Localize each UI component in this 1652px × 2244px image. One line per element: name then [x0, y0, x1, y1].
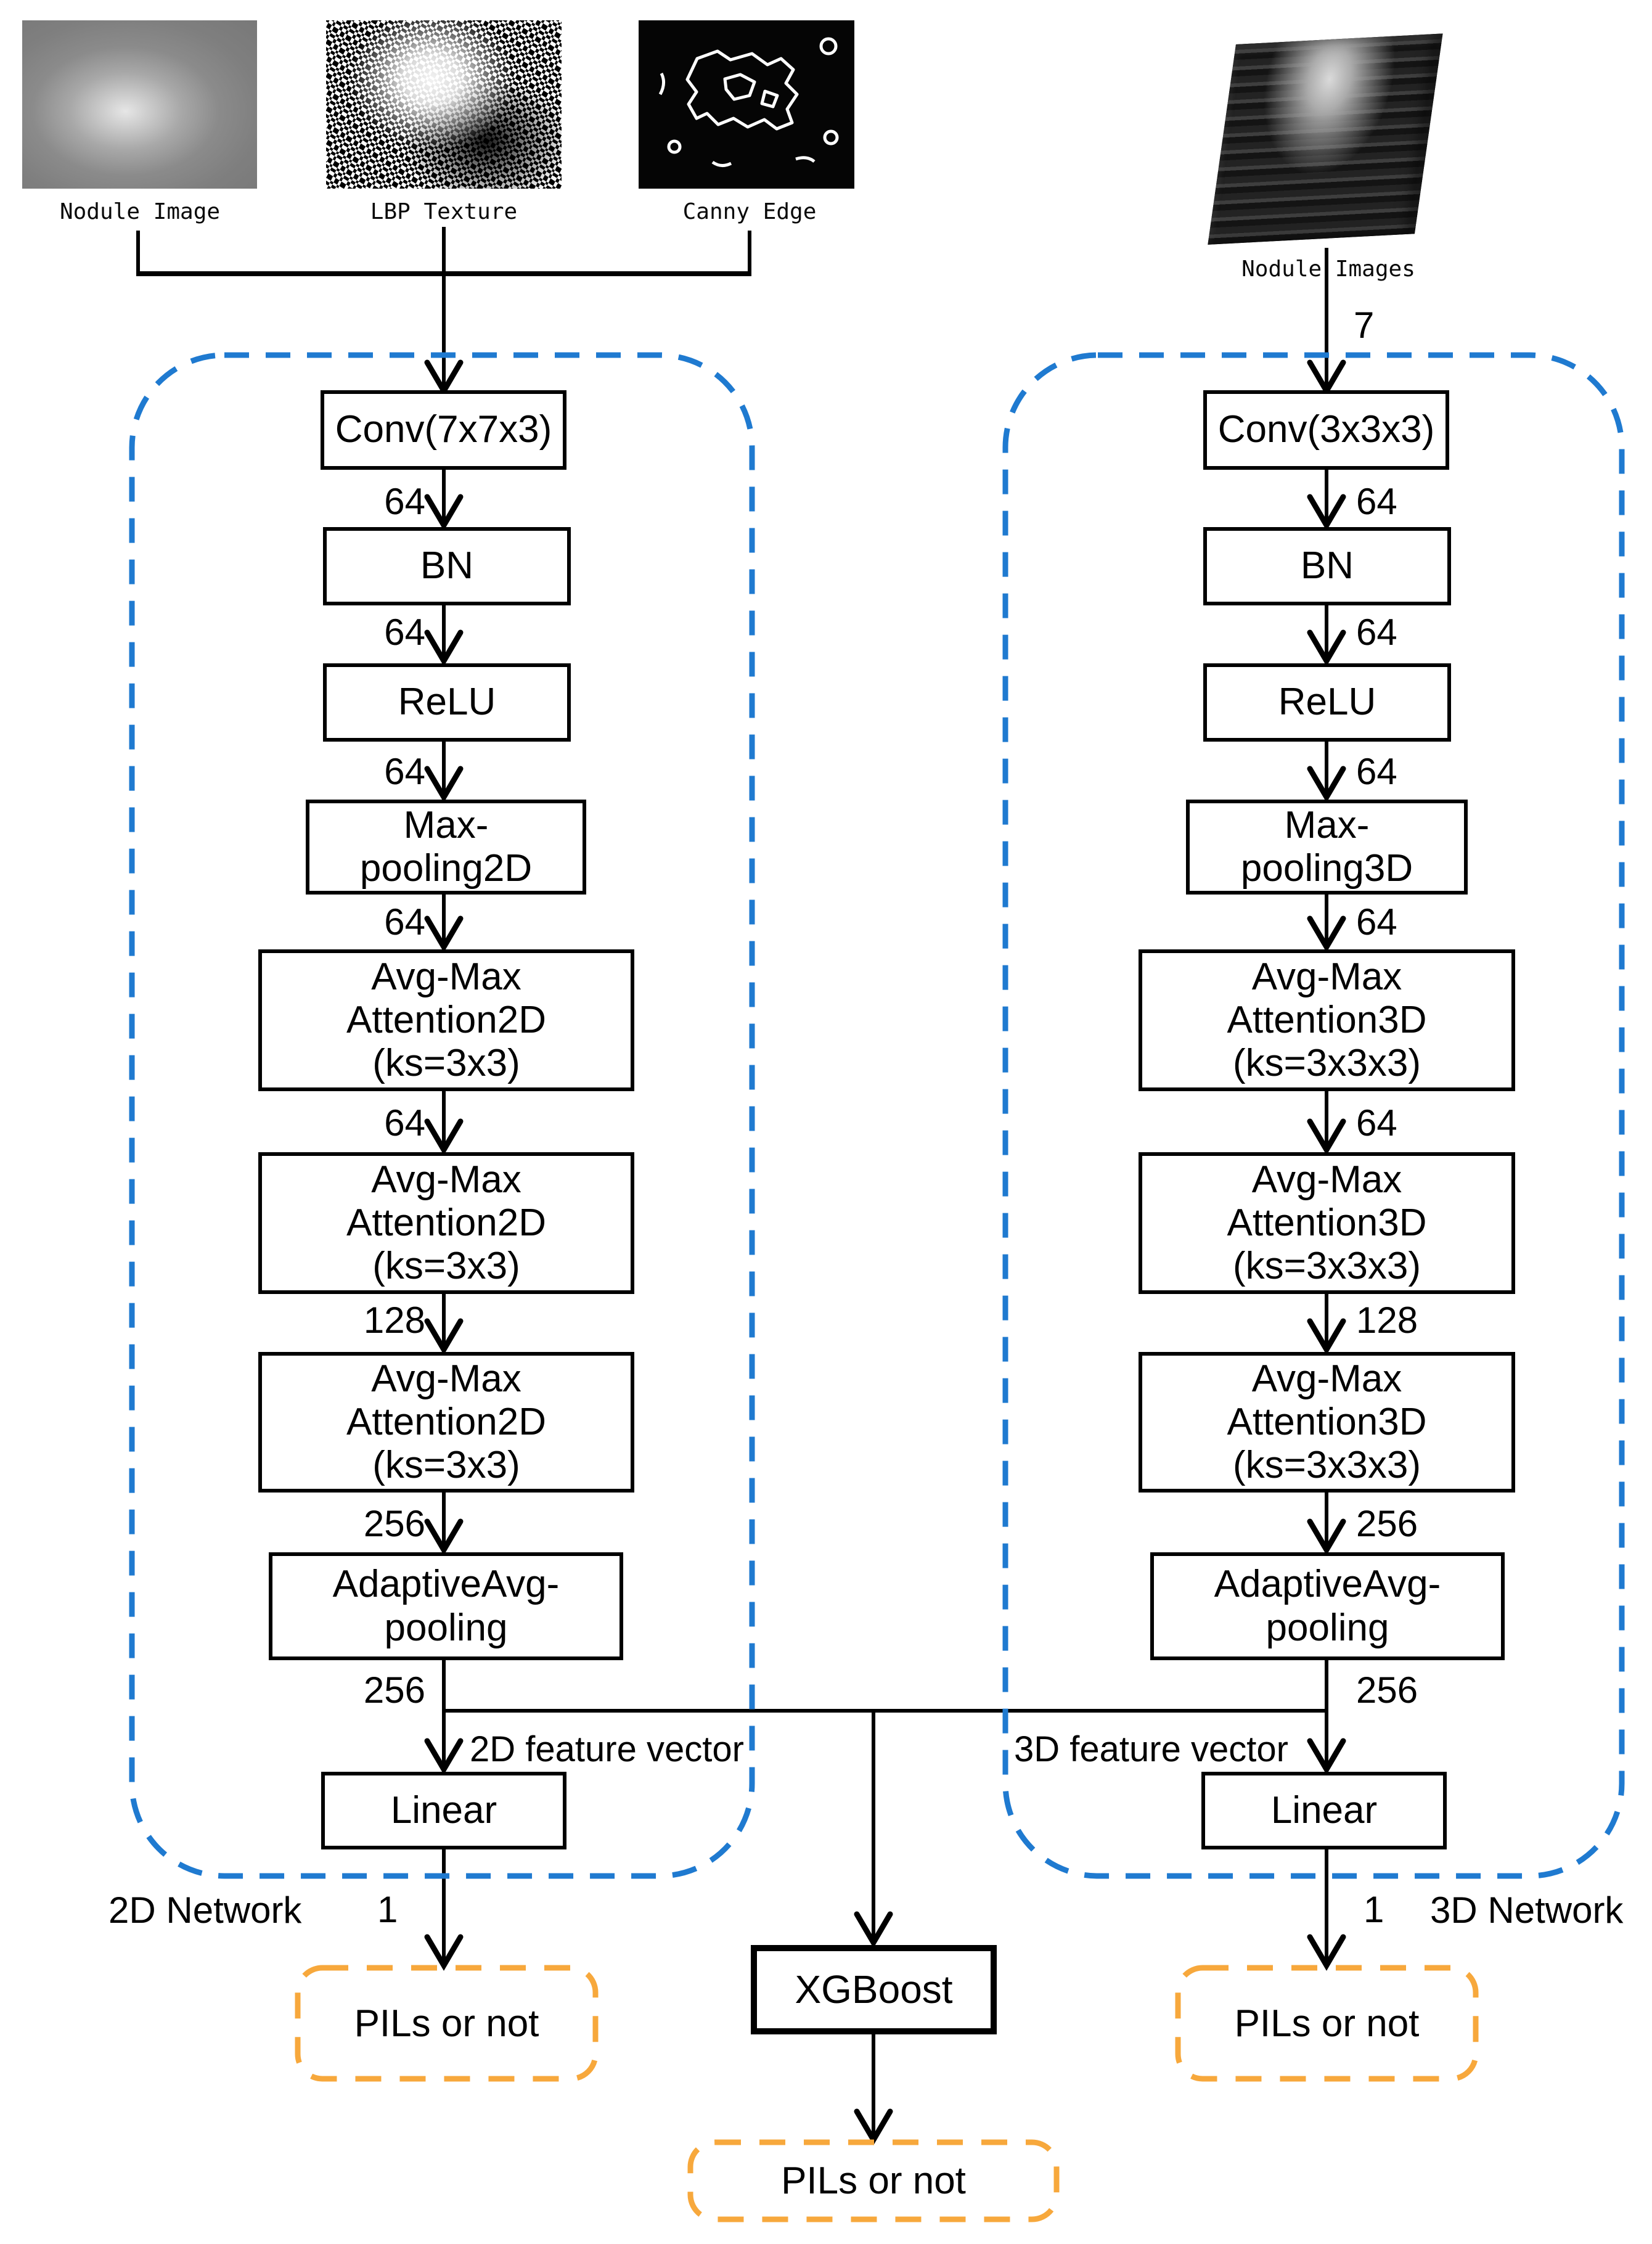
- nodule-image-label: Nodule Image: [59, 199, 221, 224]
- layer-2d-linear: Linear: [321, 1772, 566, 1849]
- channels-3d-att3-adaptive: 256: [1356, 1503, 1418, 1544]
- channels-2d-output: 1: [377, 1889, 398, 1930]
- layer-3d-relu: ReLU: [1203, 663, 1451, 742]
- channels-3d-bn-relu: 64: [1356, 612, 1397, 653]
- channels-2d-branch: 256: [363, 1669, 425, 1711]
- channels-3d-branch: 256: [1356, 1669, 1418, 1711]
- layer-2d-attention-2: Avg-Max Attention2D (ks=3x3): [258, 1152, 634, 1294]
- result-fusion: PILs or not: [781, 2160, 966, 2202]
- result-2d: PILs or not: [354, 2002, 539, 2045]
- canny-edge-sketch: [658, 37, 839, 167]
- layer-2d-attention-3: Avg-Max Attention2D (ks=3x3): [258, 1352, 634, 1493]
- layer-3d-attention-2: Avg-Max Attention3D (ks=3x3x3): [1139, 1152, 1515, 1294]
- layer-3d-attention-1: Avg-Max Attention3D (ks=3x3x3): [1139, 949, 1515, 1091]
- channels-2d-bn-relu: 64: [384, 612, 425, 653]
- feature-vector-3d-label: 3D feature vector: [1014, 1729, 1288, 1769]
- result-3d: PILs or not: [1234, 2002, 1420, 2045]
- nodule-image-thumbnail: [22, 20, 257, 189]
- channels-2d-conv-bn: 64: [384, 481, 425, 522]
- layer-2d-conv: Conv(7x7x3): [321, 390, 566, 470]
- channels-2d-relu-maxpool: 64: [384, 751, 425, 792]
- channels-3d-output: 1: [1364, 1889, 1384, 1930]
- channels-2d-att3-adaptive: 256: [363, 1503, 425, 1544]
- layer-3d-maxpool: Max- pooling3D: [1186, 800, 1468, 895]
- layer-3d-attention-3: Avg-Max Attention3D (ks=3x3x3): [1139, 1352, 1515, 1493]
- network-3d-name: 3D Network: [1430, 1890, 1624, 1931]
- channels-2d-att1-att2: 64: [384, 1102, 425, 1144]
- layer-2d-bn: BN: [323, 527, 571, 605]
- layer-3d-linear: Linear: [1201, 1772, 1447, 1849]
- channels-3d-conv-bn: 64: [1356, 481, 1397, 522]
- lbp-texture-thumbnail: [326, 20, 562, 189]
- layer-2d-relu: ReLU: [323, 663, 571, 742]
- layer-3d-conv: Conv(3x3x3): [1203, 390, 1449, 470]
- nodule-images-stack: [1208, 33, 1443, 245]
- canny-edge-thumbnail: [639, 20, 854, 189]
- canny-edge-label: Canny Edge: [682, 199, 817, 224]
- nodule-images-label: Nodule Images: [1241, 256, 1415, 282]
- network-2d-name: 2D Network: [108, 1890, 302, 1931]
- channels-3d-relu-maxpool: 64: [1356, 751, 1397, 792]
- layer-2d-attention-1: Avg-Max Attention2D (ks=3x3): [258, 949, 634, 1091]
- layer-3d-bn: BN: [1203, 527, 1451, 605]
- layer-2d-adaptiveavgpool: AdaptiveAvg- pooling: [269, 1552, 623, 1660]
- layer-2d-maxpool: Max- pooling2D: [306, 800, 586, 895]
- channels-3d-att1-att2: 64: [1356, 1102, 1397, 1144]
- channels-3d-maxpool-att1: 64: [1356, 901, 1397, 943]
- channels-3d-att2-att3: 128: [1356, 1300, 1418, 1341]
- channels-2d-att2-att3: 128: [363, 1300, 425, 1341]
- layer-3d-adaptiveavgpool: AdaptiveAvg- pooling: [1150, 1552, 1505, 1660]
- channels-2d-maxpool-att1: 64: [384, 901, 425, 943]
- channels-3d-input: 7: [1354, 305, 1375, 346]
- lbp-texture-label: LBP Texture: [370, 199, 518, 224]
- xgboost-node: XGBoost: [751, 1945, 997, 2034]
- feature-vector-2d-label: 2D feature vector: [470, 1729, 744, 1769]
